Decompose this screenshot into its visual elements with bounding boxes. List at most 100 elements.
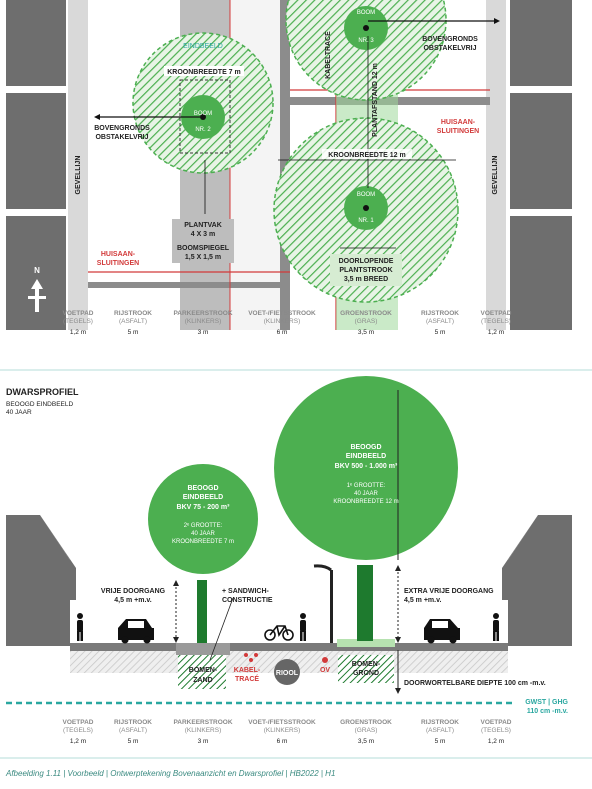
strip-name-1: RIJSTROOK xyxy=(114,310,152,317)
riool-pipe xyxy=(274,659,300,685)
tree-large-size: 1ᵉ GROOTTE: xyxy=(347,483,386,489)
boom2-label: BOOM xyxy=(194,111,212,117)
strip-sub-1: (ASFALT) xyxy=(119,727,147,734)
pedestrian-icon xyxy=(300,613,306,641)
sluitingen-right: SLUITINGEN xyxy=(437,128,479,135)
grond-label: GROND xyxy=(353,670,379,677)
strip-name-3: VOET-/FIETSSTROOK xyxy=(248,310,316,317)
strip-width-1: 5 m xyxy=(128,329,139,336)
strip-name-6: VOETPAD xyxy=(481,310,512,317)
gwst-label: GWST | GHG xyxy=(525,699,568,706)
kroonbreedte-small-label: KROONBREEDTE 7 m xyxy=(167,69,241,76)
plantvak-label: PLANTVAK xyxy=(184,222,222,229)
sandwich-label: + SANDWICH- xyxy=(222,588,270,595)
gwst-depth: 110 cm -m.v. xyxy=(527,708,568,715)
footpath-left xyxy=(68,0,88,330)
plan-labels: EINDBEELD KROONBREEDTE 7 m BOOM NR. 2 BO… xyxy=(28,10,499,312)
strip-width-5: 5 m xyxy=(435,738,446,745)
boom2-nr: NR. 2 xyxy=(195,127,211,133)
section-labels: BEOOGD EINDBEELD BKV 75 - 200 m³ 2ᵉ GROO… xyxy=(101,444,569,715)
boom1-label: BOOM xyxy=(357,192,375,198)
extra-vrije-doorgang-height: 4,5 m +m.v. xyxy=(404,597,441,604)
kabel-label: KABEL- xyxy=(234,667,261,674)
strip-name-5: RIJSTROOK xyxy=(421,310,459,317)
strip-name-2: PARKEERSTROOK xyxy=(173,719,232,726)
tree-small-crown-width: KROONBREEDTE 7 m xyxy=(172,539,234,545)
strip-width-0: 1,2 m xyxy=(70,329,86,336)
tree-large-l2: EINDBEELD xyxy=(346,453,386,460)
strip-name-6: VOETPAD xyxy=(481,719,512,726)
gevellijn-left: GEVELLIJN xyxy=(75,156,82,195)
strip-width-6: 1,2 m xyxy=(488,329,504,336)
ov-label: OV xyxy=(320,667,330,674)
strip-sub-5: (ASFALT) xyxy=(426,318,454,325)
tree-large-age: 40 JAAR xyxy=(354,491,378,497)
bovengronds-right: BOVENGRONDS xyxy=(422,36,478,43)
cable-dot xyxy=(249,658,253,662)
sluitingen-left: SLUITINGEN xyxy=(97,260,139,267)
plantafstand-label: PLANTAFSTAND 12 m xyxy=(372,63,379,137)
strip-name-5: RIJSTROOK xyxy=(421,719,459,726)
building-block xyxy=(6,0,66,86)
strip-width-2: 3 m xyxy=(198,738,209,745)
obstakelvrij-right: OBSTAKELVRIJ xyxy=(423,45,476,52)
boomspiegel-size: 1,5 X 1,5 m xyxy=(185,254,221,261)
plantstrook-label: PLANTSTROOK xyxy=(339,267,392,274)
doorlopende-label: DOORLOPENDE xyxy=(339,258,394,265)
kroonbreedte-large-label: KROONBREEDTE 12 m xyxy=(328,152,405,159)
tree-large-l1: BEOOGD xyxy=(350,444,381,451)
building-block xyxy=(6,93,66,209)
boomspiegel-label: BOOMSPIEGEL xyxy=(177,245,230,252)
plantvak-size: 4 X 3 m xyxy=(191,231,216,238)
doorwortelbare-label: DOORWORTELBARE DIEPTE 100 cm -m.v. xyxy=(404,680,546,687)
huisaansluitingen-left: HUISAAN- xyxy=(101,251,136,258)
tree-small-bkv: BKV 75 - 200 m³ xyxy=(177,504,231,511)
lamp-post xyxy=(330,570,333,643)
kabeltrace-plan-label: KABELTRACÉ xyxy=(323,31,332,79)
strip-sub-4: (GRAS) xyxy=(355,318,378,325)
tree-small-l1: BEOOGD xyxy=(187,485,218,492)
pedestrian-icon xyxy=(77,613,83,641)
boom3-label: BOOM xyxy=(357,10,375,16)
section-title: DWARSPROFIEL xyxy=(6,387,79,397)
strip-sub-2: (KLINKERS) xyxy=(185,727,221,734)
strip-sub-3: (KLINKERS) xyxy=(264,318,300,325)
strip-sub-2: (KLINKERS) xyxy=(185,318,221,325)
tree-large-crown-width: KROONBREEDTE 12 m xyxy=(333,499,398,505)
tree-small-crown xyxy=(148,464,258,574)
strip-name-2: PARKEERSTROOK xyxy=(173,310,232,317)
ov-dot xyxy=(322,657,328,663)
strip-width-3: 6 m xyxy=(277,738,288,745)
strip-width-1: 5 m xyxy=(128,738,139,745)
pipe-line xyxy=(280,0,290,330)
strip-width-0: 1,2 m xyxy=(70,738,86,745)
vrije-doorgang-height: 4,5 m +m.v. xyxy=(114,597,151,604)
figure-caption: Afbeelding 1.11 | Voorbeeld | Ontwerptek… xyxy=(6,769,336,778)
bomenzand-label: BOMEN- xyxy=(189,667,218,674)
bomenzand-zone xyxy=(178,655,226,689)
strip-width-6: 1,2 m xyxy=(488,738,504,745)
house-right xyxy=(508,515,572,646)
strip-width-2: 3 m xyxy=(198,329,209,336)
strip-width-5: 5 m xyxy=(435,329,446,336)
strip-width-4: 3,5 m xyxy=(358,329,374,336)
tree-small-l2: EINDBEELD xyxy=(183,494,223,501)
pedestrian-icon xyxy=(493,613,499,641)
building-block xyxy=(510,216,572,330)
bomengrond-label: BOMEN- xyxy=(352,661,381,668)
boom3-nr: NR. 3 xyxy=(358,38,374,44)
strip-name-0: VOETPAD xyxy=(63,719,94,726)
car-icon xyxy=(424,619,460,644)
north-label: N xyxy=(34,266,40,275)
eindbeeld-label: EINDBEELD xyxy=(183,43,223,50)
bomengrond-zone xyxy=(338,655,394,683)
tree-small-age: 40 JAAR xyxy=(191,531,215,537)
extra-vrije-doorgang-label: EXTRA VRIJE DOORGANG xyxy=(404,588,494,595)
breed-label: 3,5 m BREED xyxy=(344,276,388,283)
zand-label: ZAND xyxy=(193,677,212,684)
section-subtitle: BEOOGD EINDBEELD 40 JAAR xyxy=(6,401,96,417)
north-arrow-icon xyxy=(31,279,43,289)
